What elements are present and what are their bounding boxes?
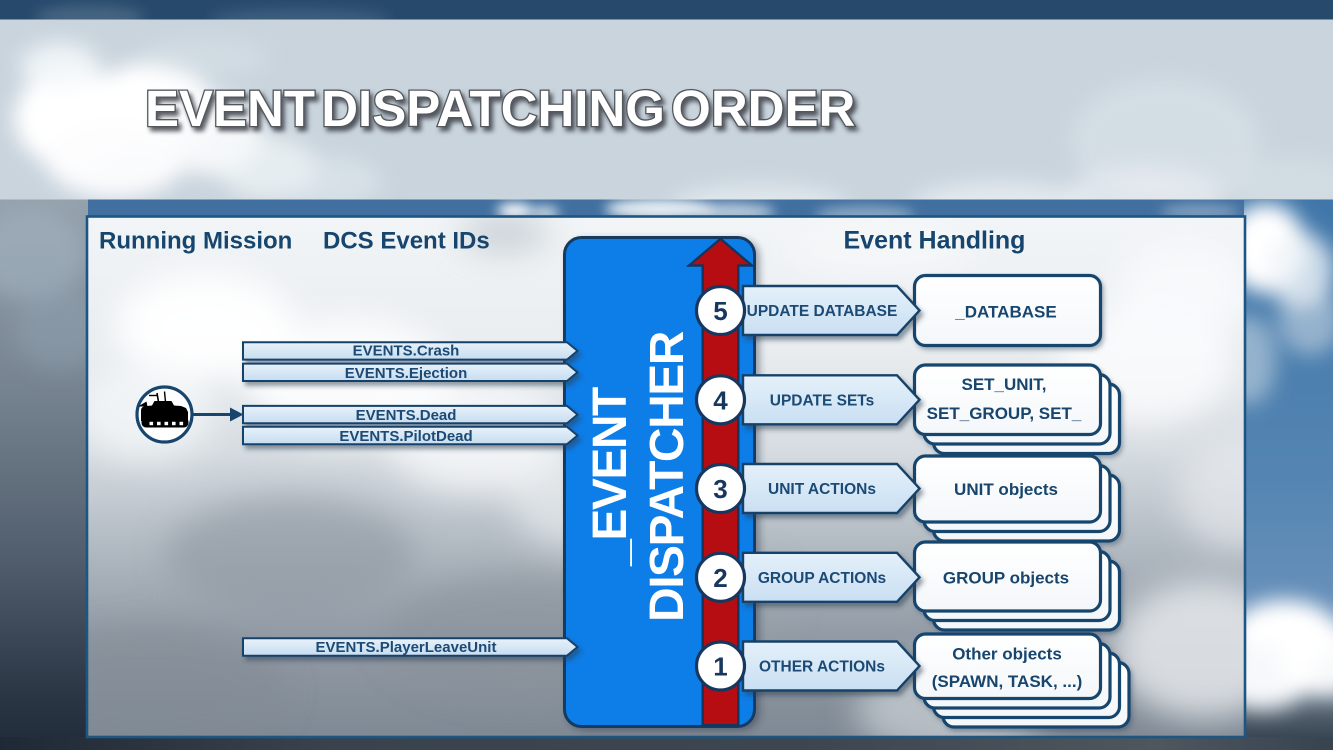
svg-text:UNIT objects: UNIT objects (954, 480, 1058, 499)
svg-text:2: 2 (713, 563, 727, 593)
svg-text:Other objects: Other objects (952, 645, 1062, 664)
svg-text:EVENTS.PlayerLeaveUnit: EVENTS.PlayerLeaveUnit (316, 639, 497, 656)
svg-text:SET_UNIT,: SET_UNIT, (961, 375, 1046, 394)
svg-text:EVENTS.PilotDead: EVENTS.PilotDead (339, 428, 472, 445)
svg-text:UNIT ACTIONs: UNIT ACTIONs (768, 481, 876, 498)
svg-text:EVENT DISPATCHING ORDER: EVENT DISPATCHING ORDER (145, 80, 855, 137)
svg-text:EVENTS.Dead: EVENTS.Dead (356, 407, 457, 424)
svg-text:UPDATE DATABASE: UPDATE DATABASE (747, 303, 898, 320)
svg-text:_EVENT: _EVENT (584, 387, 637, 567)
svg-text:EVENTS.Crash: EVENTS.Crash (353, 343, 460, 360)
svg-text:5: 5 (713, 296, 727, 326)
svg-text:_DATABASE: _DATABASE (954, 303, 1056, 322)
svg-text:Event Handling: Event Handling (844, 227, 1026, 255)
svg-text:4: 4 (713, 385, 728, 415)
svg-text:OTHER ACTIONs: OTHER ACTIONs (759, 659, 885, 676)
svg-text:SET_GROUP, SET_: SET_GROUP, SET_ (927, 404, 1082, 423)
svg-text:1: 1 (713, 652, 727, 682)
svg-text:Running Mission: Running Mission (99, 228, 292, 255)
svg-text:3: 3 (713, 474, 727, 504)
svg-text:GROUP objects: GROUP objects (943, 569, 1069, 588)
svg-text:UPDATE SETs: UPDATE SETs (770, 393, 875, 410)
svg-text:DCS Event IDs: DCS Event IDs (323, 228, 490, 255)
svg-text:GROUP ACTIONs: GROUP ACTIONs (758, 570, 886, 587)
svg-text:DISPATCHER: DISPATCHER (641, 331, 694, 622)
svg-text:(SPAWN, TASK, ...): (SPAWN, TASK, ...) (932, 672, 1082, 691)
svg-text:EVENTS.Ejection: EVENTS.Ejection (345, 365, 468, 382)
